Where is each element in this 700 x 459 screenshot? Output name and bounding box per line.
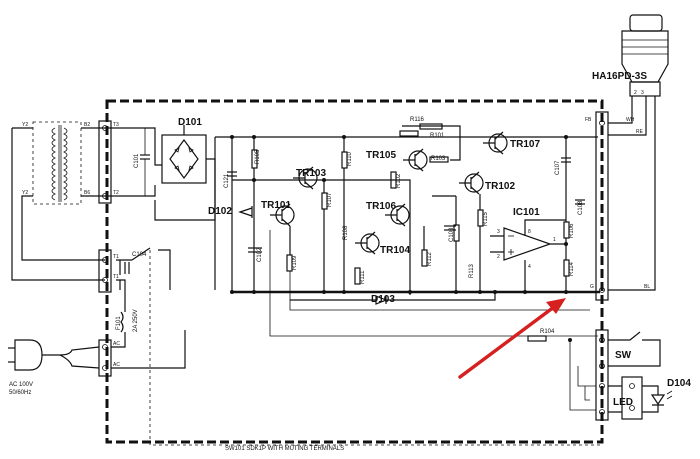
terminal-block-top xyxy=(98,120,112,204)
r113-label: R113 xyxy=(469,263,475,278)
c102-label: C102 xyxy=(257,247,263,262)
r115-label: R115 xyxy=(483,211,489,226)
power-line2-label: 50/60Hz xyxy=(9,390,31,396)
r110-label: R110 xyxy=(347,151,353,166)
tr105-label: TR105 xyxy=(366,150,396,161)
tr103-label: TR103 xyxy=(296,168,326,179)
terminal-t3-label: T3 xyxy=(113,122,119,128)
terminal-block-sw xyxy=(595,329,609,421)
terminal-block-ac xyxy=(98,339,112,377)
tr106-icon xyxy=(385,203,410,227)
power-line1-label: AC 100V xyxy=(9,382,33,388)
r105-label: R105 xyxy=(255,149,261,164)
c103-label: C103 xyxy=(449,227,455,242)
terminal-g-label: G xyxy=(590,284,594,290)
terminal-y2b-label: Y2 xyxy=(22,190,28,196)
r109-label: R109 xyxy=(292,255,298,270)
terminal-b2-label: B2 xyxy=(84,122,90,128)
sw-label: SW xyxy=(615,350,632,361)
tr102-label: TR102 xyxy=(485,181,515,192)
tr102-icon xyxy=(459,171,484,195)
transformer-icon xyxy=(51,125,68,202)
c107-label: C107 xyxy=(555,160,561,175)
terminal-fb-label: FB xyxy=(585,117,592,123)
r116-label: R116 xyxy=(410,117,425,123)
c108-label: C108 xyxy=(578,200,584,215)
opamp-pin8-label: 8 xyxy=(528,229,531,235)
tr106-label: TR106 xyxy=(366,201,396,212)
ac-plug-icon xyxy=(8,339,100,371)
r103-label: R103 xyxy=(431,156,446,162)
d103-label: D103 xyxy=(371,294,395,305)
terminal-block-mid xyxy=(98,249,112,293)
pin-2-label: 2 xyxy=(634,90,637,96)
terminal-t2-label: T2 xyxy=(113,190,119,196)
board-outline xyxy=(105,99,604,444)
opamp-pin3-label: 3 xyxy=(497,229,500,235)
r101-label: R101 xyxy=(430,133,445,139)
headphone-plug-icon xyxy=(621,14,669,97)
r114-label: R114 xyxy=(569,261,575,276)
r102-label: R102 xyxy=(396,173,402,188)
terminal-wh-label: WH xyxy=(626,117,635,123)
tr105-icon xyxy=(403,148,428,172)
terminal-re-label: RE xyxy=(636,129,644,135)
r108-label: R108 xyxy=(343,225,349,240)
transformer-box xyxy=(32,121,82,205)
headphone-model-label: HA16PD-3S xyxy=(592,71,647,82)
tr101-icon xyxy=(270,203,295,227)
d102-label: D102 xyxy=(208,206,232,217)
opamp-pin2-label: 2 xyxy=(497,254,500,260)
terminal-b6-label: B6 xyxy=(84,190,90,196)
c121-label: C121 xyxy=(224,173,230,188)
led-label: LED xyxy=(613,397,633,408)
tr104-label: TR104 xyxy=(380,245,410,256)
ic101-opamp-icon xyxy=(503,227,552,261)
footer-label: SW101 SDK1P WITH MUTING TERMINALS xyxy=(225,446,344,452)
tr101-label: TR101 xyxy=(261,200,291,211)
fuse-icon xyxy=(111,300,126,348)
d101-label: D101 xyxy=(178,117,202,128)
r106-label: R106 xyxy=(569,223,575,238)
terminal-t1a-label: T1 xyxy=(113,254,119,260)
terminal-bl-label: BL xyxy=(644,284,650,290)
terminal-t1b-label: T1 xyxy=(113,274,119,280)
tr104-icon xyxy=(355,231,380,255)
fuse-rating-label: 2A 250V xyxy=(133,309,139,332)
terminal-block-right xyxy=(595,111,609,301)
r111-label: R111 xyxy=(360,270,366,284)
tr107-label: TR107 xyxy=(510,139,540,150)
bridge-rectifier-icon xyxy=(161,134,207,184)
led-connector xyxy=(621,376,643,420)
fuse-name-label: F101 xyxy=(116,316,122,330)
ic101-label: IC101 xyxy=(513,207,540,218)
d104-label: D104 xyxy=(667,378,691,389)
opamp-pin4-label: 4 xyxy=(528,264,531,270)
r107-label: R107 xyxy=(327,192,333,207)
pin-3-label: 3 xyxy=(641,90,644,96)
terminal-ac-b-label: AC xyxy=(113,362,120,368)
c104-label: C104 xyxy=(132,252,147,258)
tr107-icon xyxy=(483,131,508,155)
terminal-y2a-label: Y2 xyxy=(22,122,28,128)
opamp-pin1-label: 1 xyxy=(553,237,556,243)
r112-label: R112 xyxy=(427,251,433,266)
annotation-arrow xyxy=(458,298,566,379)
r104-label: R104 xyxy=(540,329,555,335)
tr103-icon xyxy=(293,166,318,190)
led-icon xyxy=(642,385,673,413)
c101-label: C101 xyxy=(134,153,140,168)
terminal-ac-a-label: AC xyxy=(113,341,120,347)
